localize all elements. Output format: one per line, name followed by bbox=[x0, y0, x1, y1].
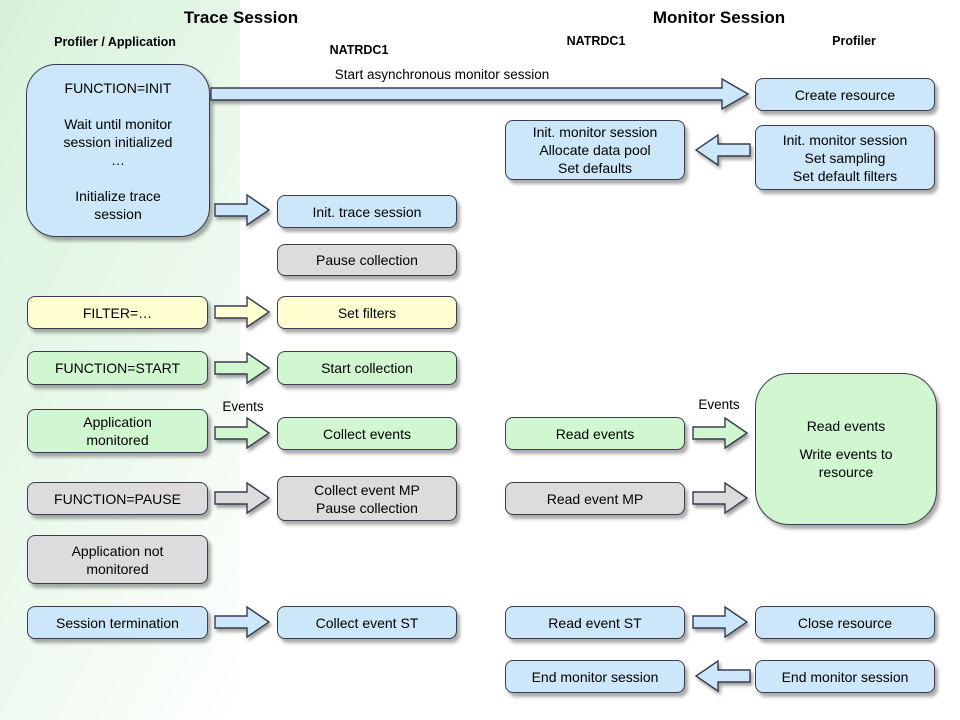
node-text-line: session bbox=[94, 205, 142, 222]
node-text-line: Wait until monitor bbox=[64, 115, 172, 132]
node-read-event-st: Read event ST bbox=[505, 606, 685, 639]
node-text-line: FILTER=… bbox=[82, 304, 153, 321]
node-text-line: Set filters bbox=[337, 304, 397, 321]
node-text-line: Set default filters bbox=[792, 167, 898, 184]
node-text-line: Initialize trace bbox=[75, 187, 161, 204]
node-text-line: Init. monitor session bbox=[532, 124, 658, 140]
arrow-to-read-write-mp-icon bbox=[692, 480, 749, 516]
node-end-monitor-session-nat: End monitor session bbox=[505, 660, 685, 693]
node-collect-events: Collect events bbox=[277, 417, 457, 450]
column-header-profiler-monitor: Profiler bbox=[832, 34, 876, 48]
arrow-to-collect-event-mp-icon bbox=[214, 480, 271, 516]
node-function-start: FUNCTION=START bbox=[27, 351, 208, 385]
node-collect-event-st: Collect event ST bbox=[277, 606, 457, 639]
node-close-resource: Close resource bbox=[755, 606, 935, 639]
node-text-line: Allocate data pool bbox=[539, 142, 651, 158]
node-text-line: Session termination bbox=[56, 614, 179, 631]
arrow-start-async-icon bbox=[210, 77, 750, 111]
node-text-line: Create resource bbox=[794, 86, 896, 103]
node-end-monitor-session-prof: End monitor session bbox=[755, 660, 935, 693]
node-text-line: Start collection bbox=[321, 360, 413, 376]
node-text-line: Read event ST bbox=[548, 614, 642, 631]
node-text-line: Read events bbox=[806, 418, 886, 434]
node-text-line: Pause collection bbox=[316, 252, 418, 268]
node-read-events-nat: Read events bbox=[505, 417, 685, 450]
node-set-filters: Set filters bbox=[277, 296, 457, 329]
node-text-line: Application bbox=[83, 414, 152, 430]
node-text-line: resource bbox=[818, 464, 874, 480]
arrow-label-to-read-write-events: Events bbox=[698, 397, 740, 412]
node-text-line: session initialized bbox=[63, 133, 173, 150]
node-app-monitored: Application monitored bbox=[27, 409, 208, 453]
node-text-line: Read events bbox=[555, 425, 635, 442]
arrow-label-to-collect-events: Events bbox=[222, 399, 264, 414]
node-text-line: Set defaults bbox=[558, 160, 632, 176]
node-text-line: monitored bbox=[86, 560, 149, 577]
node-text-line: Application not bbox=[71, 542, 164, 559]
arrow-to-end-monitor-icon bbox=[694, 658, 752, 694]
arrow-to-collect-event-st-icon bbox=[214, 604, 271, 640]
node-text-line: Close resource bbox=[797, 614, 893, 631]
node-text-line: FUNCTION=START bbox=[54, 360, 181, 376]
node-text-line: Init. trace session bbox=[312, 203, 422, 220]
node-text-line: monitored bbox=[86, 432, 149, 448]
node-text-line: FUNCTION=PAUSE bbox=[54, 490, 181, 507]
node-start-collection: Start collection bbox=[277, 351, 457, 385]
node-text-line: Write events to bbox=[799, 446, 893, 462]
node-text-line: Set sampling bbox=[804, 149, 886, 166]
node-text-line: Read event MP bbox=[546, 490, 644, 507]
arrow-to-close-resource-icon bbox=[692, 604, 749, 640]
node-text-line: End monitor session bbox=[531, 668, 659, 685]
column-header-natrdc1-monitor: NATRDC1 bbox=[566, 34, 626, 48]
arrow-to-collect-events-icon bbox=[214, 415, 271, 451]
node-text-line: Collect events bbox=[323, 425, 411, 442]
arrow-to-set-filters-icon bbox=[214, 294, 271, 330]
node-text-line: Collect event MP bbox=[314, 481, 420, 498]
monitor-session-title: Monitor Session bbox=[652, 8, 786, 27]
column-header-natrdc1-trace: NATRDC1 bbox=[329, 43, 389, 57]
node-init-trace-session: Init. trace session bbox=[277, 195, 457, 228]
arrow-label-start-async: Start asynchronous monitor session bbox=[334, 67, 550, 82]
arrow-to-start-collection-icon bbox=[214, 350, 271, 386]
node-read-event-mp: Read event MP bbox=[505, 482, 685, 515]
column-header-profiler-application: Profiler / Application bbox=[54, 35, 176, 49]
node-text-line: Pause collection bbox=[316, 499, 418, 516]
node-filter: FILTER=… bbox=[27, 296, 208, 329]
node-text-line: FUNCTION=INIT bbox=[64, 79, 172, 96]
node-create-resource: Create resource bbox=[755, 78, 935, 111]
trace-session-title: Trace Session bbox=[183, 8, 299, 27]
arrow-to-init-trace-icon bbox=[214, 192, 271, 228]
node-text-line: End monitor session bbox=[781, 668, 909, 685]
node-function-pause: FUNCTION=PAUSE bbox=[27, 482, 208, 515]
arrow-to-init-monitor-icon bbox=[694, 132, 752, 168]
node-session-termination: Session termination bbox=[27, 606, 208, 639]
node-pause-collection: Pause collection bbox=[277, 244, 457, 276]
arrow-to-read-write-events-icon bbox=[692, 415, 749, 451]
node-text-line: … bbox=[111, 151, 125, 168]
node-text-line: Collect event ST bbox=[315, 614, 419, 631]
node-text-line: Init. monitor session bbox=[782, 131, 908, 148]
